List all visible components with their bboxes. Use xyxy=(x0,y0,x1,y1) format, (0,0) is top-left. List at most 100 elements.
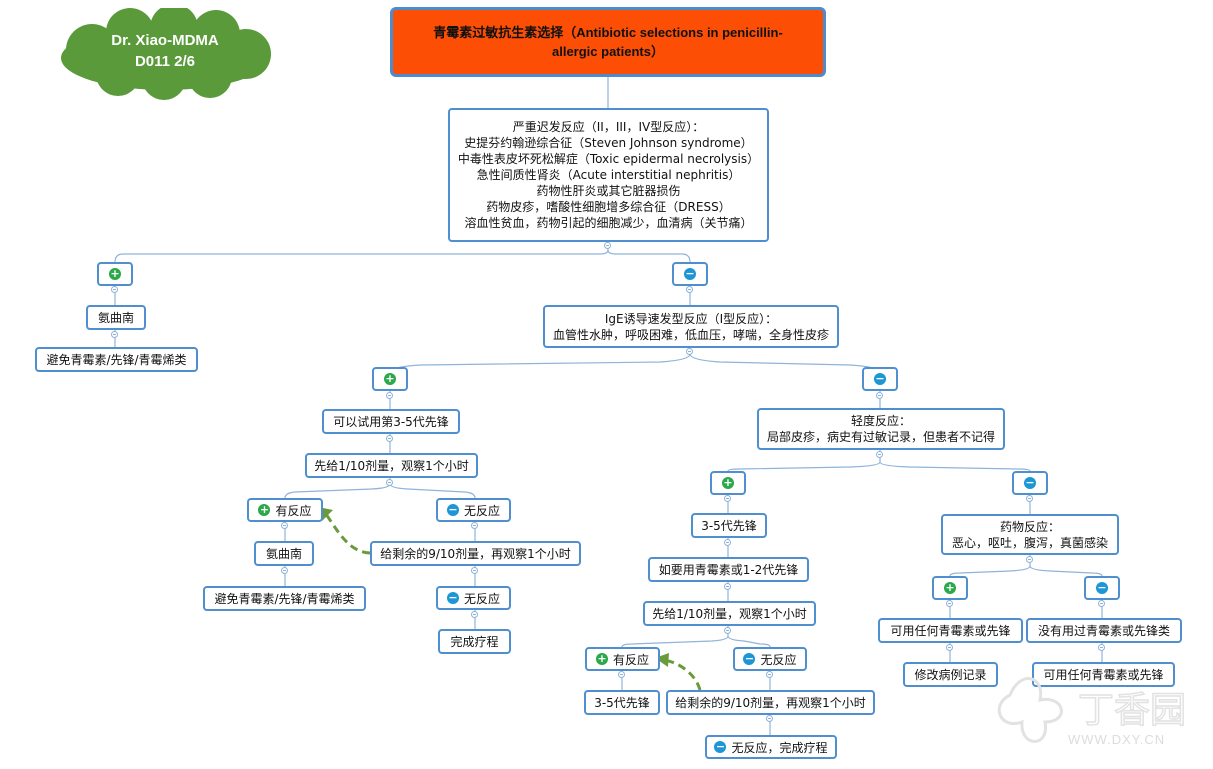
author-badge-text: Dr. Xiao-MDMA D011 2/6 xyxy=(52,30,278,72)
minus-circle-icon: − xyxy=(743,652,756,665)
collapse-knob[interactable] xyxy=(281,522,288,529)
collapse-knob[interactable] xyxy=(946,644,953,651)
collapse-knob[interactable] xyxy=(604,242,611,249)
update-record-node: 修改病例记录 xyxy=(903,662,998,687)
badge-author: Dr. Xiao-MDMA xyxy=(111,32,219,49)
collapse-knob[interactable] xyxy=(471,611,478,618)
minus-circle-icon: − xyxy=(1024,476,1036,489)
ige-negative-branch[interactable]: − xyxy=(862,367,898,391)
collapse-knob[interactable] xyxy=(724,627,731,634)
avoid-node-1: 避免青霉素/先锋/青霉烯类 xyxy=(35,347,198,372)
collapse-knob[interactable] xyxy=(724,583,731,590)
no-reaction-label: 无反应 xyxy=(463,503,500,518)
node-line: 恶心，呕吐，腹泻，真菌感染 xyxy=(951,535,1108,550)
try-cephalosporin-node: 可以试用第3-5代先锋 xyxy=(322,409,460,434)
collapse-knob[interactable] xyxy=(1098,644,1105,651)
reaction-label: 有反应 xyxy=(612,652,649,667)
dashed-arrow-reaction-2 xyxy=(662,658,702,691)
remaining-dose-node-1: 给剩余的9/10剂量，再观察1个小时 xyxy=(370,541,581,566)
reaction-node-2[interactable]: + 有反应 xyxy=(585,647,660,671)
collapse-knob[interactable] xyxy=(1026,495,1033,502)
delayed-positive-branch[interactable]: + xyxy=(97,262,133,286)
plus-circle-icon: + xyxy=(258,503,271,516)
minus-circle-icon: − xyxy=(1096,581,1108,594)
no-reaction-complete-label: 无反应，完成疗程 xyxy=(731,740,828,755)
drug-reaction-node: 药物反应： 恶心，呕吐，腹泻，真菌感染 xyxy=(941,514,1119,555)
collapse-knob[interactable] xyxy=(618,671,625,678)
any-antibiotic-node-2: 可用任何青霉素或先锋 xyxy=(1032,662,1175,687)
collapse-knob[interactable] xyxy=(1026,556,1033,563)
collapse-knob[interactable] xyxy=(946,600,953,607)
no-reaction-complete-node[interactable]: − 无反应，完成疗程 xyxy=(705,735,837,759)
node-line: 史提芬约翰逊综合征（Steven Johnson syndrome） xyxy=(464,136,753,150)
collapse-knob[interactable] xyxy=(1098,600,1105,607)
cephalosporin-35-node-b: 3-5代先锋 xyxy=(584,690,660,715)
plus-circle-icon: + xyxy=(595,652,608,665)
complete-course-node-1: 完成疗程 xyxy=(438,629,511,654)
minus-circle-icon: − xyxy=(874,372,886,385)
node-line: 药物皮疹，嗜酸性细胞增多综合征（DRESS） xyxy=(486,200,731,214)
collapse-knob[interactable] xyxy=(111,331,118,338)
node-line: IgE诱导速发型反应（I型反应）： xyxy=(604,311,778,326)
plus-circle-icon: + xyxy=(384,372,396,385)
remaining-dose-node-2: 给剩余的9/10剂量，再观察1个小时 xyxy=(666,690,875,715)
collapse-knob[interactable] xyxy=(686,348,693,355)
node-line: 药物性肝炎或其它脏器损伤 xyxy=(536,184,681,198)
collapse-knob[interactable] xyxy=(471,567,478,574)
ige-positive-branch[interactable]: + xyxy=(372,367,408,391)
collapse-knob[interactable] xyxy=(724,539,731,546)
ige-reaction-node: IgE诱导速发型反应（I型反应）： 血管性水肿，呼吸困难，低血压，哮喘，全身性皮… xyxy=(543,305,839,348)
plus-circle-icon: + xyxy=(109,267,121,280)
dxy-watermark-logo: 丁香园 xyxy=(997,677,1187,743)
collapse-knob[interactable] xyxy=(766,715,773,722)
minus-circle-icon: − xyxy=(446,591,459,604)
plus-circle-icon: + xyxy=(944,581,956,594)
collapse-knob[interactable] xyxy=(766,671,773,678)
no-reaction-node-2[interactable]: − 无反应 xyxy=(436,586,511,610)
collapse-knob[interactable] xyxy=(281,567,288,574)
never-used-node: 没有用过青霉素或先锋类 xyxy=(1026,618,1182,643)
node-line: 药物反应： xyxy=(999,519,1060,534)
collapse-knob[interactable] xyxy=(111,286,118,293)
collapse-knob[interactable] xyxy=(686,286,693,293)
node-line: 中毒性表皮坏死松解症（Toxic epidermal necrolysis） xyxy=(457,152,760,166)
delayed-negative-branch[interactable]: − xyxy=(672,262,708,286)
any-antibiotic-node-1: 可用任何青霉素或先锋 xyxy=(878,618,1023,643)
collapse-knob[interactable] xyxy=(876,451,883,458)
watermark-url: WWW.DXY.CN xyxy=(1068,732,1166,747)
node-line: 急性间质性肾炎（Acute interstitial nephritis） xyxy=(476,168,741,182)
drug-negative-branch[interactable]: − xyxy=(1084,576,1120,600)
aztreonam-node-1: 氨曲南 xyxy=(86,305,146,330)
collapse-knob[interactable] xyxy=(386,435,393,442)
no-reaction-node-3[interactable]: − 无反应 xyxy=(733,647,807,671)
node-line: 局部皮疹，病史有过敏记录，但患者不记得 xyxy=(766,430,995,444)
no-reaction-node-1[interactable]: − 无反应 xyxy=(436,498,511,522)
plus-circle-icon: + xyxy=(722,476,734,489)
mild-negative-branch[interactable]: − xyxy=(1012,471,1048,495)
node-line: 严重迟发反应（II，III，IV型反应）： xyxy=(512,120,705,134)
aztreonam-node-2: 氨曲南 xyxy=(254,541,314,566)
dashed-arrow-reaction-1 xyxy=(324,513,371,555)
minus-circle-icon: − xyxy=(714,740,727,753)
no-reaction-label: 无反应 xyxy=(463,591,500,606)
reaction-node-1[interactable]: + 有反应 xyxy=(247,498,323,522)
reaction-label: 有反应 xyxy=(275,503,312,518)
test-dose-node-1: 先给1/10剂量，观察1个小时 xyxy=(305,453,478,478)
collapse-knob[interactable] xyxy=(724,495,731,502)
delayed-reaction-node: 严重迟发反应（II，III，IV型反应）： 史提芬约翰逊综合征（Steven J… xyxy=(448,108,769,242)
collapse-knob[interactable] xyxy=(876,392,883,399)
author-cloud-badge xyxy=(61,8,271,100)
collapse-knob[interactable] xyxy=(471,522,478,529)
avoid-node-2: 避免青霉素/先锋/青霉烯类 xyxy=(203,586,366,611)
node-line: 溶血性贫血，药物引起的细胞减少，血清病（关节痛） xyxy=(464,216,753,230)
drug-positive-branch[interactable]: + xyxy=(932,576,968,600)
minus-circle-icon: − xyxy=(684,267,696,280)
node-line: 轻度反应： xyxy=(850,414,911,428)
collapse-knob[interactable] xyxy=(386,392,393,399)
minus-circle-icon: − xyxy=(446,503,459,516)
if-penicillin-node: 如要用青霉素或1-2代先锋 xyxy=(648,557,809,582)
mild-reaction-node: 轻度反应： 局部皮疹，病史有过敏记录，但患者不记得 xyxy=(757,408,1005,450)
collapse-knob[interactable] xyxy=(386,479,393,486)
node-line: 血管性水肿，呼吸困难，低血压，哮喘，全身性皮疹 xyxy=(552,327,829,342)
mild-positive-branch[interactable]: + xyxy=(710,471,746,495)
